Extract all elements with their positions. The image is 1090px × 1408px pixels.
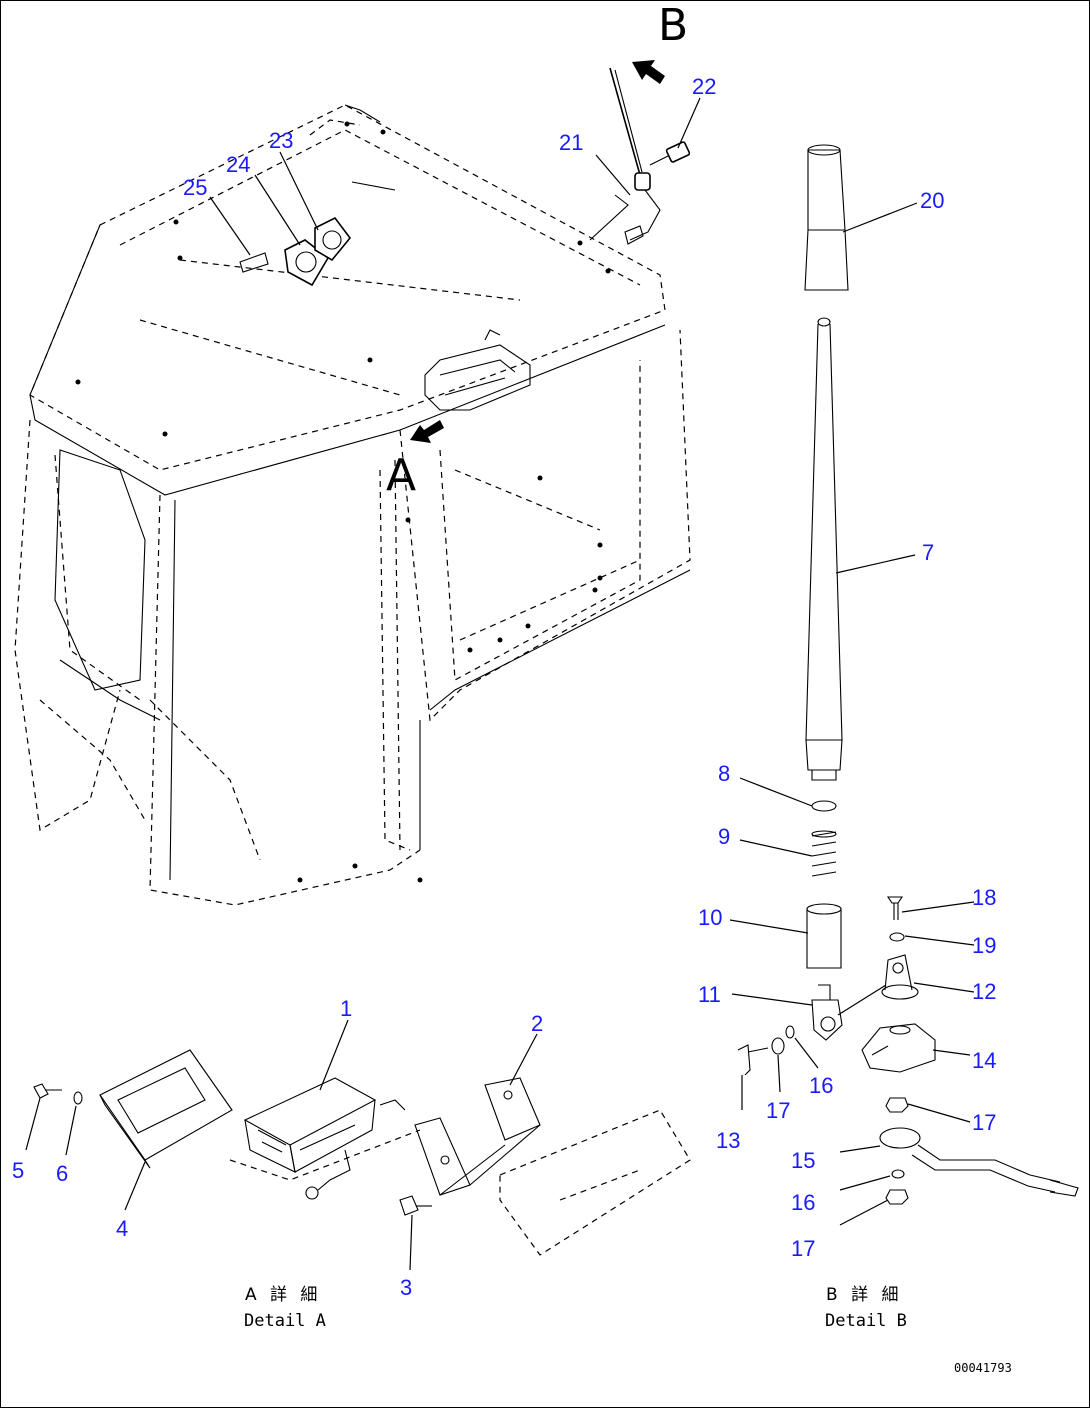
- callout-24: 24: [226, 152, 250, 177]
- callout-14: 14: [972, 1048, 996, 1073]
- callout-18: 18: [972, 885, 996, 910]
- callout-6: 6: [56, 1161, 68, 1186]
- callout-12: 12: [972, 979, 996, 1004]
- callout-2: 2: [531, 1011, 543, 1036]
- view-letter-b: B: [658, 0, 688, 51]
- callout-5: 5: [12, 1158, 24, 1183]
- view-letter-a: A: [386, 450, 416, 501]
- callout-16: 16: [791, 1190, 815, 1215]
- callout-21: 21: [559, 130, 583, 155]
- detail-a-label-en: Detail A: [244, 1311, 326, 1331]
- callout-10: 10: [698, 905, 722, 930]
- callout-22: 22: [692, 74, 716, 99]
- callout-17: 17: [791, 1236, 815, 1261]
- detail-a-assembly: [33, 1049, 691, 1256]
- callout-25: 25: [183, 175, 207, 200]
- cab-assembly: [14, 60, 691, 906]
- callout-7: 7: [922, 540, 934, 565]
- callout-15: 15: [791, 1148, 815, 1173]
- detail-b-assembly: [737, 144, 1079, 1205]
- detail-b-label-jp: B 詳 細: [826, 1285, 902, 1305]
- leader-lines: [25, 97, 975, 1271]
- callout-17: 17: [972, 1110, 996, 1135]
- callout-11: 11: [698, 982, 721, 1007]
- callout-17: 17: [766, 1098, 790, 1123]
- callout-1: 1: [340, 996, 352, 1021]
- callout-13: 13: [716, 1128, 740, 1153]
- callout-16: 16: [809, 1073, 833, 1098]
- detail-b-label-en: Detail B: [825, 1311, 907, 1331]
- callout-3: 3: [400, 1275, 412, 1300]
- callout-20: 20: [920, 188, 944, 213]
- detail-a-label-jp: A 詳 細: [245, 1285, 321, 1305]
- callout-8: 8: [718, 761, 730, 786]
- callout-4: 4: [116, 1216, 128, 1241]
- callout-19: 19: [972, 933, 996, 958]
- drawing-number: 00041793: [954, 1361, 1012, 1375]
- callout-23: 23: [269, 128, 293, 153]
- callout-9: 9: [718, 824, 730, 849]
- callout-numbers: 1 2 3 4 5 6 7 8 9 10 11 12 13 14 15 16 1…: [12, 74, 996, 1300]
